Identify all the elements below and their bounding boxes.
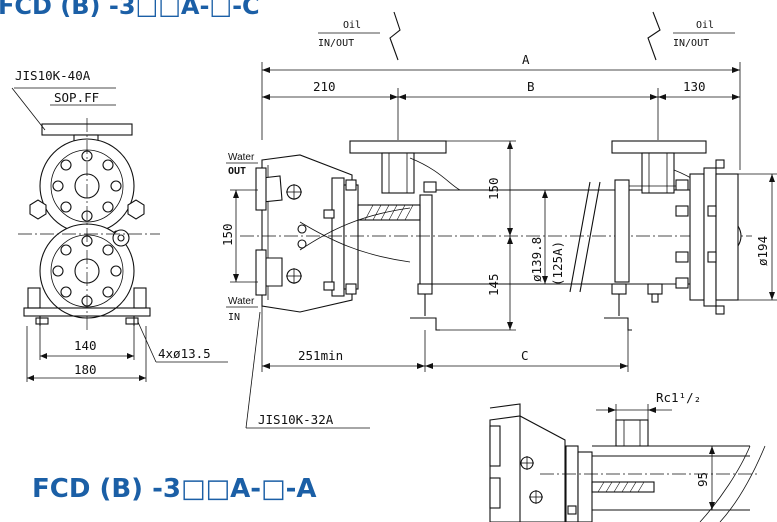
dim-150-left: 150 bbox=[220, 189, 258, 283]
dim-210: 210 bbox=[313, 79, 336, 94]
dim-dia139: ø139.8 (125A) bbox=[529, 190, 565, 286]
port-rc: Rc1¹/₂ bbox=[656, 390, 701, 405]
oil-label-right: Oil bbox=[696, 20, 714, 31]
dim-C: C bbox=[521, 348, 529, 363]
water-in-value: IN bbox=[228, 312, 240, 323]
flange-finish: SOP.FF bbox=[54, 90, 99, 105]
dim-180: 180 bbox=[74, 362, 97, 377]
dim-dia194-text: ø194 bbox=[755, 236, 770, 266]
bottom-dims: 251min C bbox=[261, 306, 629, 372]
dim-dia139-text: ø139.8 bbox=[529, 237, 544, 282]
dim-95-text: 95 bbox=[695, 472, 710, 487]
water-out-label: Water bbox=[228, 152, 255, 163]
dim-150-upper-text: 150 bbox=[486, 177, 501, 200]
dim-dia125-text: (125A) bbox=[550, 241, 565, 286]
water-labels: Water OUT Water IN bbox=[226, 152, 258, 323]
oil-label-left: Oil bbox=[343, 20, 361, 31]
dim-B: B bbox=[527, 79, 535, 94]
flange-spec-top: JIS10K-40A bbox=[15, 68, 91, 83]
dim-145-text: 145 bbox=[486, 273, 501, 296]
dim-A: A bbox=[522, 52, 530, 67]
side-view bbox=[240, 140, 752, 331]
oil-inlet-right: Oil IN/OUT bbox=[647, 11, 735, 61]
detail-view: 95 Rc1¹/₂ bbox=[489, 390, 766, 522]
top-dims: A 210 B 130 bbox=[261, 52, 741, 170]
water-in-label: Water bbox=[228, 296, 255, 307]
title-top: FCD (B) -3□□A-□-C bbox=[0, 0, 260, 20]
dim-holes: 4xø13.5 bbox=[158, 346, 211, 361]
end-view-dims: 140 180 4xø13.5 bbox=[26, 321, 228, 382]
dim-dia194: ø194 bbox=[738, 173, 777, 301]
oil-inlet-left: Oil IN/OUT bbox=[318, 11, 401, 61]
water-out-value: OUT bbox=[228, 166, 246, 177]
oil-inout-right: IN/OUT bbox=[673, 38, 709, 49]
dim-150-left-text: 150 bbox=[220, 223, 235, 246]
dim-150-145: 150 145 bbox=[440, 140, 516, 331]
dim-251: 251min bbox=[298, 348, 343, 363]
dim-130: 130 bbox=[683, 79, 706, 94]
flange-spec-bottom: JIS10K-32A bbox=[258, 412, 334, 427]
title-bottom: FCD (B) -3□□A-□-A bbox=[32, 474, 317, 504]
oil-inout-left: IN/OUT bbox=[318, 38, 354, 49]
end-view bbox=[18, 118, 160, 330]
dim-140: 140 bbox=[74, 338, 97, 353]
